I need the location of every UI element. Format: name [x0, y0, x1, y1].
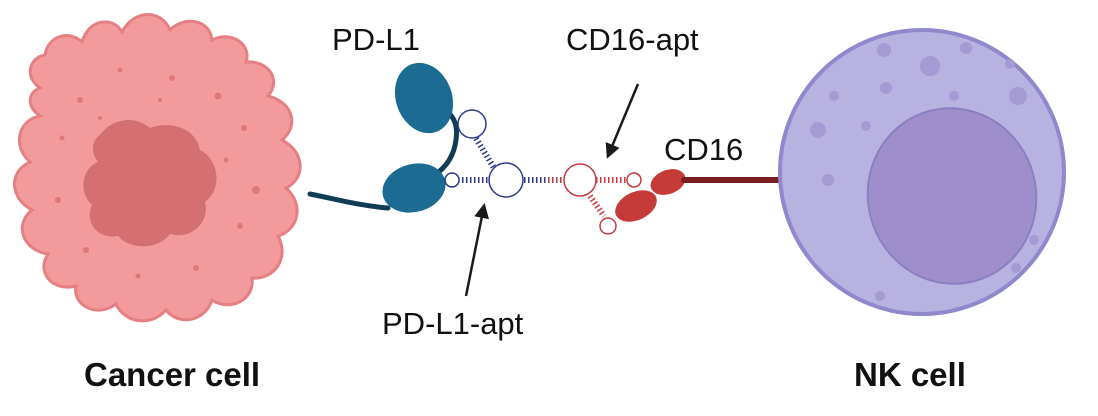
cd16-label: CD16	[664, 132, 744, 167]
cd16-aptamer	[563, 163, 642, 235]
pdl1-protein	[382, 62, 454, 213]
cancer-cell-label: Cancer cell	[84, 356, 261, 393]
pdl1-domain-lower	[382, 163, 446, 213]
pdl1-apt-label: PD-L1-apt	[382, 306, 524, 341]
nk-cell-granules	[810, 42, 1039, 301]
cd16-domain-lower	[615, 190, 657, 222]
cd16-apt-label: CD16-apt	[566, 22, 699, 57]
pdl1-stalk	[307, 191, 391, 211]
cd16-domain-upper	[650, 169, 686, 195]
nk-cell	[778, 28, 1066, 316]
pdl1-domain-upper	[394, 62, 454, 134]
arrow-cd16-apt	[605, 83, 640, 159]
nk-cell-label: NK cell	[854, 356, 966, 393]
pdl1-aptamer	[444, 109, 548, 198]
cancer-cell-granules	[55, 67, 260, 279]
nk-cell-nucleus	[866, 107, 1038, 285]
cancer-cell	[13, 13, 302, 323]
cancer-cell-nucleus	[83, 119, 217, 247]
pdl1-label: PD-L1	[332, 22, 420, 57]
cd16-protein	[615, 169, 686, 222]
arrow-pdl1-apt	[464, 203, 490, 297]
